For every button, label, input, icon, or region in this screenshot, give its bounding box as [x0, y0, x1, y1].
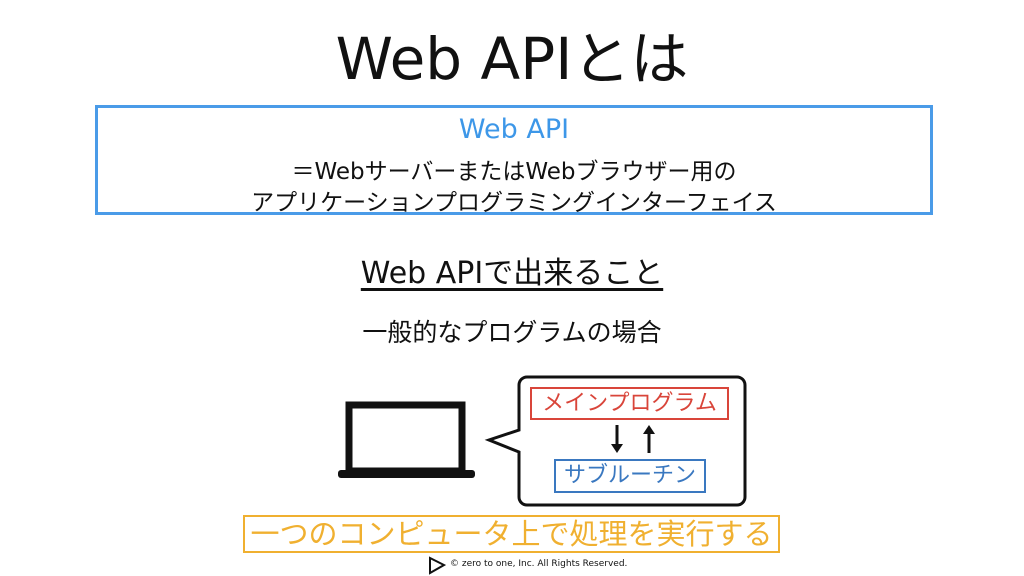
- definition-term: Web API: [458, 114, 570, 145]
- logo-play-icon: [429, 556, 447, 575]
- arrow-up-icon: [643, 425, 655, 453]
- subtitle: 一般的なプログラムの場合: [362, 318, 662, 347]
- slide-title: Web APIとは: [335, 25, 689, 93]
- section-heading: Web APIで出来ること: [360, 256, 664, 291]
- definition-line2: アプリケーションプログラミングインターフェイス: [251, 190, 777, 216]
- caption-box: 一つのコンピュータ上で処理を実行する: [243, 515, 780, 553]
- footer-copyright: © zero to one, Inc. All Rights Reserved.: [450, 559, 628, 569]
- subroutine-box: サブルーチン: [554, 459, 706, 493]
- arrow-down-icon: [611, 425, 623, 453]
- definition-line1: ＝WebサーバーまたはWebブラウザー用の: [291, 159, 737, 185]
- main-program-box: メインプログラム: [530, 387, 729, 420]
- definition-box: Web API ＝WebサーバーまたはWebブラウザー用の アプリケーションプロ…: [95, 105, 933, 216]
- laptop-icon: [338, 401, 475, 478]
